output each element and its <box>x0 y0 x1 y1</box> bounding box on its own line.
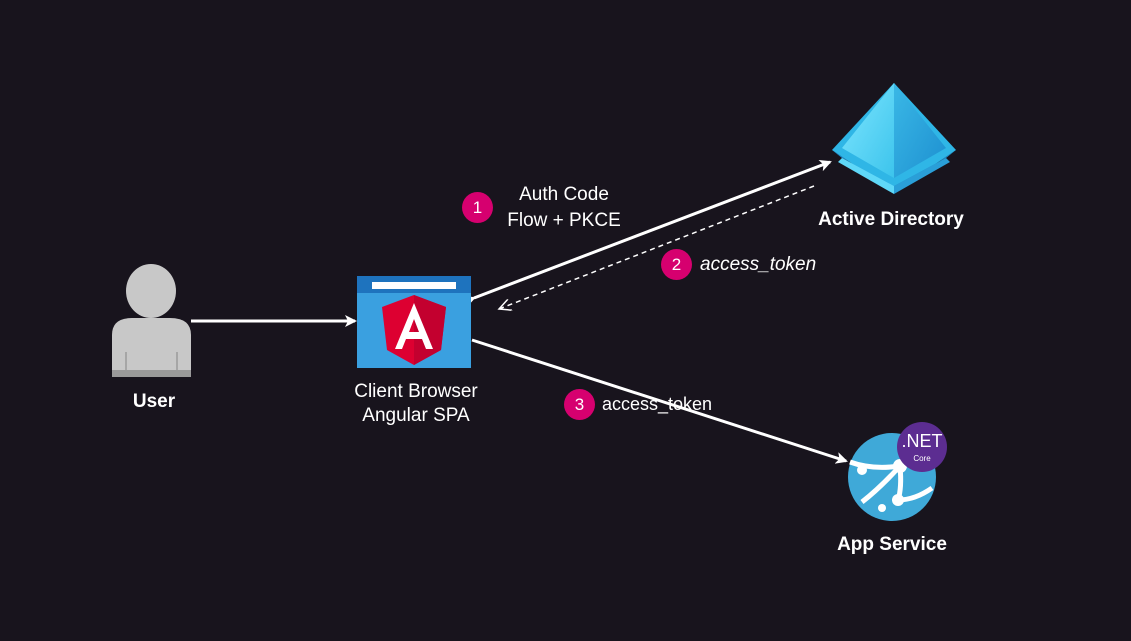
person-icon <box>112 264 191 377</box>
browser-label-line2: Angular SPA <box>362 405 470 426</box>
access-token-return-arrow <box>499 185 815 309</box>
step-2-badge: 2 <box>661 249 692 280</box>
step-1-label-line1: Auth Code <box>519 184 609 205</box>
active-directory-label: Active Directory <box>818 209 964 230</box>
step-3-badge: 3 <box>564 389 595 420</box>
step-2-label: access_token <box>700 254 817 275</box>
dotnet-text: .NET <box>901 431 942 451</box>
azure-app-service-icon: .NET Core <box>848 422 947 521</box>
step-1-label-line2: Flow + PKCE <box>507 210 621 231</box>
dotnet-core-badge-icon: .NET Core <box>897 422 947 472</box>
auth-code-flow-arrow <box>462 159 832 308</box>
step-3-label: access_token <box>602 394 713 414</box>
app-service-label: App Service <box>837 534 947 555</box>
browser-label-line1: Client Browser <box>354 381 478 402</box>
core-text: Core <box>913 454 931 463</box>
browser-to-app-service-arrow <box>471 338 848 464</box>
azure-active-directory-icon <box>832 83 956 194</box>
step-1-badge: 1 <box>462 192 493 223</box>
angular-browser-icon <box>357 276 471 368</box>
user-label: User <box>132 391 176 412</box>
